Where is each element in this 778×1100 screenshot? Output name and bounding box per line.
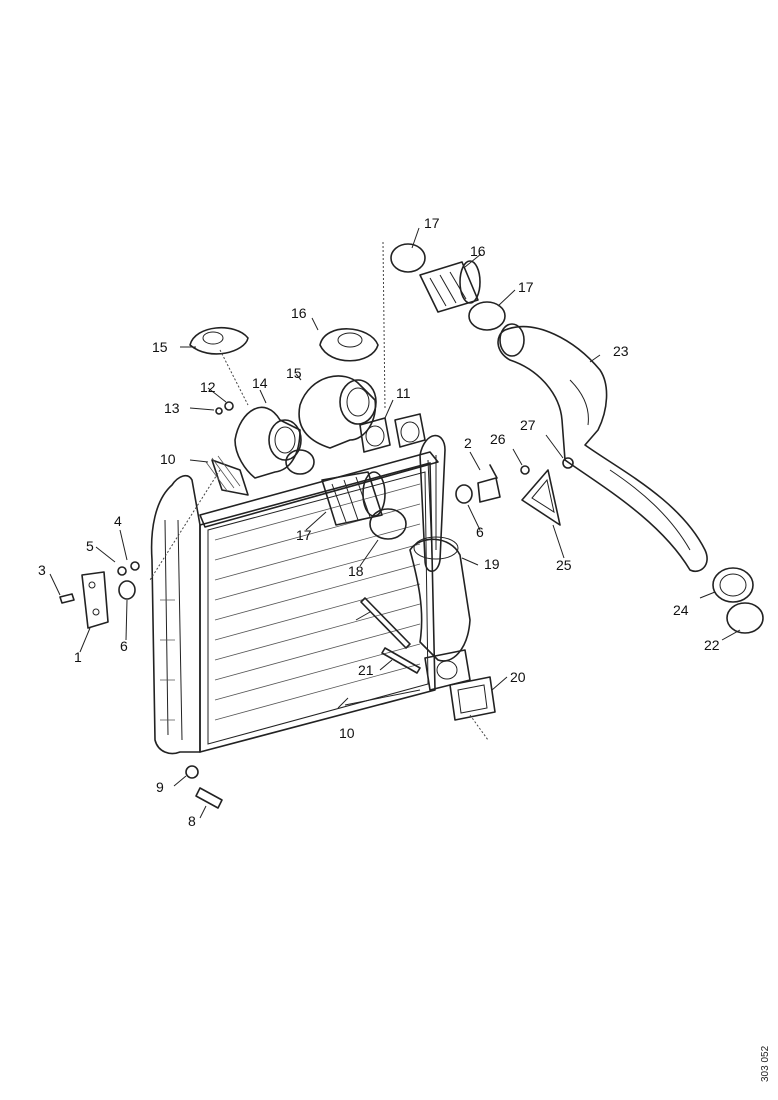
flange-left bbox=[205, 455, 249, 496]
sleeve-middle bbox=[321, 471, 386, 526]
callout-26: 27 bbox=[520, 417, 536, 433]
fasteners bbox=[59, 401, 574, 809]
callout-24: 25 bbox=[556, 557, 572, 573]
callout-17: 17 bbox=[424, 215, 440, 231]
flange-upper bbox=[359, 413, 426, 453]
clamp-22 bbox=[726, 602, 764, 634]
cap-right bbox=[319, 328, 379, 362]
callout-10: 10 bbox=[160, 451, 176, 467]
callout-6: 6 bbox=[476, 524, 484, 540]
charge-air-pipe-21 bbox=[497, 323, 708, 572]
bracket-24 bbox=[521, 469, 561, 526]
intercooler-left-tank bbox=[150, 474, 201, 755]
callout-5: 5 bbox=[86, 538, 94, 554]
callout-17: 18 bbox=[348, 563, 364, 579]
callout-7: 8 bbox=[188, 813, 196, 829]
callout-4: 4 bbox=[114, 513, 122, 529]
figure-code: 303 052 bbox=[760, 1045, 771, 1082]
callout-17: 17 bbox=[518, 279, 534, 295]
callout-15: 15 bbox=[152, 339, 168, 355]
callout-12: 13 bbox=[164, 400, 180, 416]
callout-18: 19 bbox=[484, 556, 500, 572]
bracket-left bbox=[81, 571, 109, 629]
cap-left bbox=[189, 326, 249, 355]
elbow-hose-13 bbox=[234, 406, 302, 479]
callout-6: 6 bbox=[120, 638, 128, 654]
callout-23: 24 bbox=[673, 602, 689, 618]
callout-9: 10 bbox=[339, 725, 355, 741]
intercooler-core bbox=[199, 451, 439, 753]
callout-11: 12 bbox=[200, 379, 216, 395]
callout-10: 11 bbox=[396, 385, 411, 401]
callout-20: 21 bbox=[358, 662, 374, 678]
callout-15: 16 bbox=[291, 305, 307, 321]
callout-labels: 15 16 15 14 12 13 10 11 17 16 17 23 2 26… bbox=[38, 215, 720, 829]
callout-2: 2 bbox=[464, 435, 472, 451]
hose-clamps bbox=[285, 243, 506, 540]
sleeve-upper bbox=[419, 260, 481, 313]
leader-lines bbox=[49, 227, 741, 819]
callout-22: 22 bbox=[704, 637, 720, 653]
callout-25: 26 bbox=[490, 431, 506, 447]
callout-16: 17 bbox=[296, 527, 312, 543]
gasket-19 bbox=[449, 676, 496, 721]
outlet-flange bbox=[424, 649, 471, 691]
callout-3: 3 bbox=[38, 562, 46, 578]
callout-21: 23 bbox=[613, 343, 629, 359]
elbow-hose-14 bbox=[298, 375, 377, 449]
callout-8: 9 bbox=[156, 779, 164, 795]
hose-18 bbox=[409, 536, 471, 662]
callout-13: 14 bbox=[252, 375, 268, 391]
callout-14: 15 bbox=[286, 365, 302, 381]
clamp-23 bbox=[712, 567, 754, 603]
callout-19: 20 bbox=[510, 669, 526, 685]
callout-16: 16 bbox=[470, 243, 486, 259]
callout-1: 1 bbox=[74, 649, 82, 665]
bracket-right bbox=[477, 464, 501, 503]
